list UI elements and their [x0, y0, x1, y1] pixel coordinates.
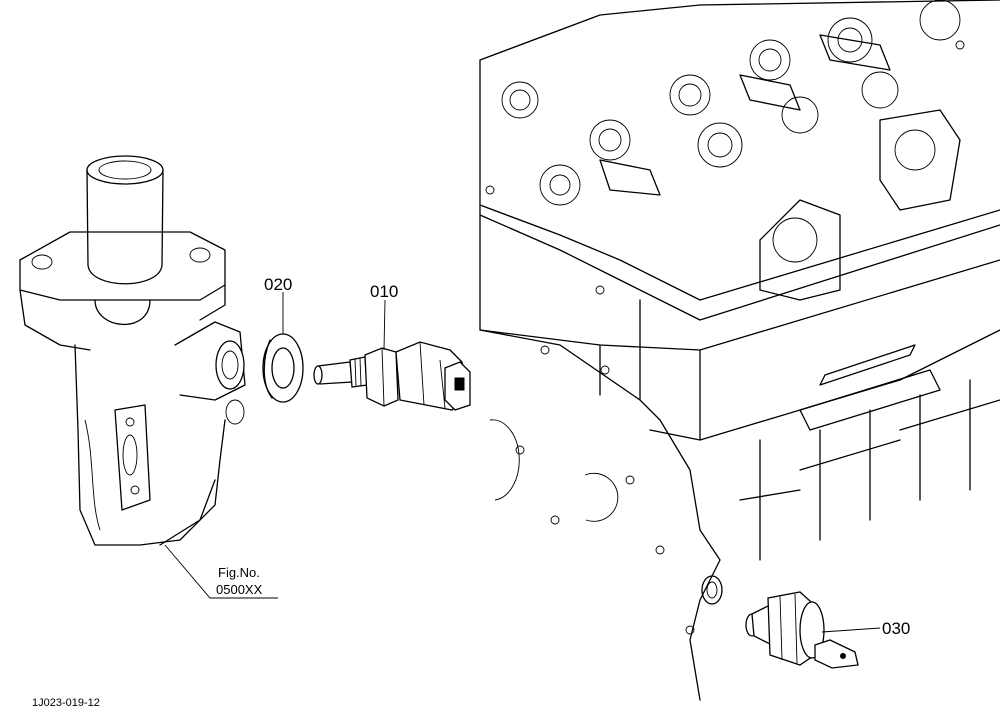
callout-020: 020 [264, 275, 292, 294]
figure-ref-label: Fig.No. [218, 565, 260, 580]
sensor-part-010 [313, 341, 471, 411]
engine-block [479, 0, 1000, 701]
leader-lines [164, 292, 881, 633]
gasket-part-020 [262, 333, 304, 403]
callout-030: 030 [882, 619, 910, 638]
figure-ref-number: 0500XX [216, 582, 263, 597]
thermostat-housing [19, 155, 246, 546]
drawing-id: 1J023-019-12 [32, 697, 100, 709]
callout-010: 010 [370, 282, 398, 301]
switch-part-030 [745, 591, 859, 669]
